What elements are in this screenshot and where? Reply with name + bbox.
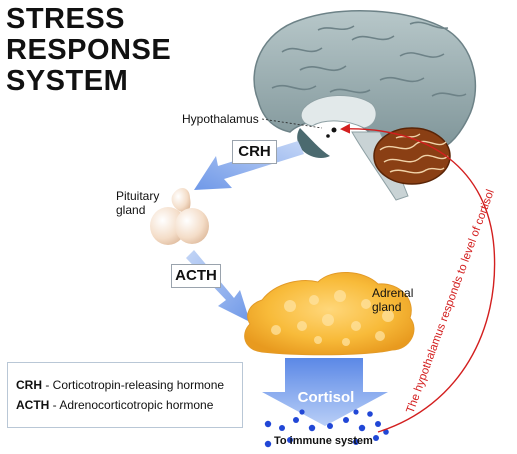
pituitary-label: Pituitary gland [116,189,160,217]
legend-abbr-crh: CRH [16,378,42,392]
legend-text-acth: - Adrenocorticotropic hormone [49,398,214,412]
legend-box: CRH - Corticotropin-releasing hormone AC… [7,362,243,428]
brain-illustration [253,10,477,201]
adrenal-label: Adrenal gland [372,286,414,314]
legend-row-crh: CRH - Corticotropin-releasing hormone [16,375,242,395]
feedback-label: The hypothalamus responds to level of co… [405,188,497,415]
legend-text-crh: - Corticotropin-releasing hormone [42,378,225,392]
acth-label: ACTH [171,264,221,288]
hypothalamus-dot [331,127,337,133]
title-line-1: STRESS [6,3,126,35]
cortisol-arrow [262,358,388,426]
title-line-3: SYSTEM [6,65,129,97]
title-line-2: RESPONSE [6,34,172,66]
hypothalamus-label: Hypothalamus [182,112,259,126]
pituitary-gland-illustration [150,187,209,245]
legend-row-acth: ACTH - Adrenocorticotropic hormone [16,395,242,415]
feedback-arrow [340,123,496,433]
legend-abbr-acth: ACTH [16,398,50,412]
crh-label: CRH [232,140,277,164]
immune-system-label: To immune system [274,435,373,447]
cerebellum [373,127,451,185]
adrenal-gland-illustration [244,271,415,356]
page-title: STRESS RESPONSE SYSTEM [6,4,171,97]
immune-dots [264,409,389,448]
cortisol-label: Cortisol [298,389,355,406]
